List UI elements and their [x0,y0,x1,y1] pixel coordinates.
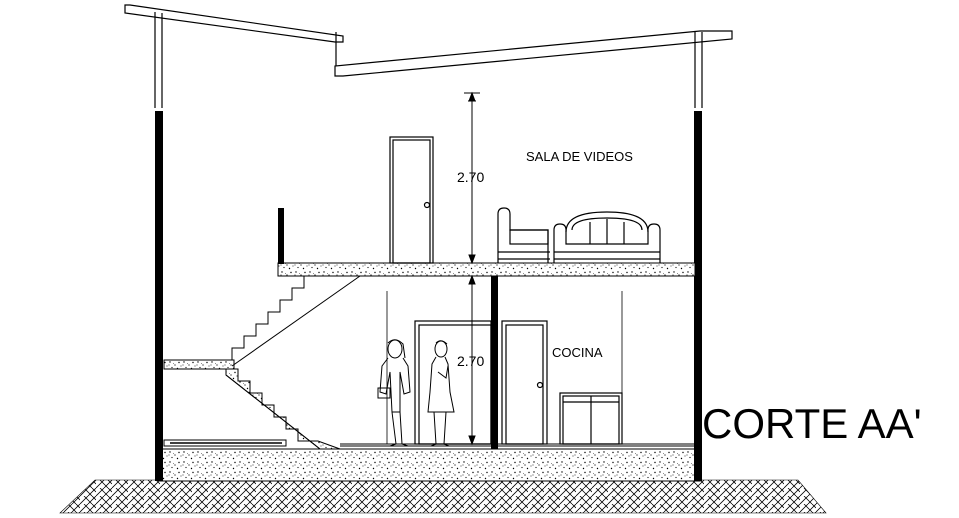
roof [124,4,733,108]
room-label-lower: COCINA [552,345,603,360]
kitchen-cabinet [559,392,623,445]
section-title: CORTE AA' [702,400,922,447]
stair-lower-flight [225,368,341,450]
ground-slab [159,448,701,482]
projection-lines [386,291,623,444]
dimension-label-lower: 2.70 [457,353,484,369]
person-figure-right [427,340,455,447]
sofa [553,211,661,263]
dimension-upper [464,91,480,265]
lower-door-left [414,320,492,445]
upper-door [389,136,434,264]
armchair [497,207,550,263]
stair-upper-flight [231,275,361,367]
room-label-upper: SALA DE VIDEOS [526,149,633,164]
ground-hatch [59,479,827,514]
upper-slab [277,208,696,277]
person-figure-left [377,339,411,447]
stair-landing [163,359,235,370]
dimension-label-upper: 2.70 [457,169,484,185]
interior-wall [491,276,498,449]
under-stair-slab [163,439,287,447]
dimension-lower [468,274,476,446]
exterior-walls [155,111,702,481]
lower-door-right [501,320,548,445]
